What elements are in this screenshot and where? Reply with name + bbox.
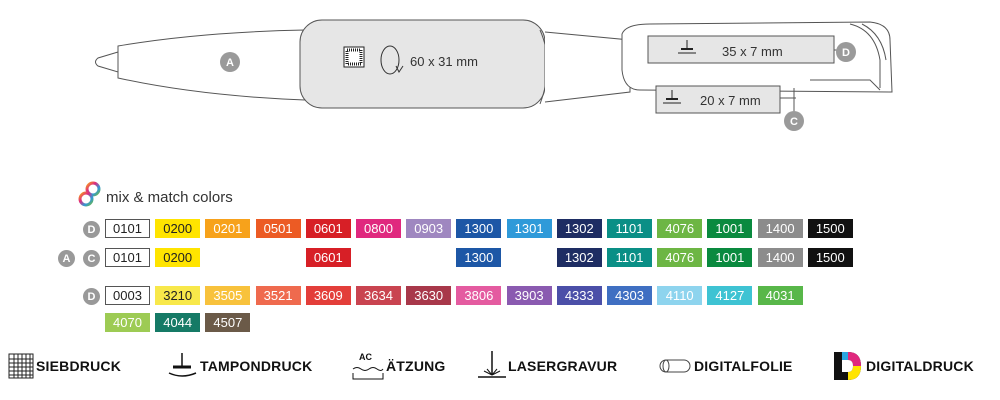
print-zone-c (655, 85, 781, 114)
color-swatch: 3634 (356, 286, 401, 305)
zone-d-badge: D (834, 42, 856, 62)
color-swatch: 4031 (757, 286, 803, 305)
color-swatch: 3903 (506, 286, 552, 305)
color-swatch: 1500 (807, 219, 853, 238)
zone-badge: D (83, 221, 100, 238)
color-swatch: 3609 (305, 286, 351, 305)
pad-print-icon (663, 90, 681, 104)
color-swatch: 3630 (406, 286, 452, 305)
color-swatch: 1101 (607, 219, 652, 238)
color-swatch: 1302 (556, 248, 602, 267)
color-swatch: 0200 (155, 219, 201, 238)
color-swatch: 4070 (105, 313, 150, 332)
mix-and-match-header: mix & match colors (76, 180, 233, 208)
screen-print-icon (343, 46, 365, 68)
pad-print-icon (168, 353, 197, 377)
legend-label: TAMPONDRUCK (200, 358, 313, 374)
color-swatch: 3521 (255, 286, 301, 305)
color-swatch: 1500 (807, 248, 853, 267)
screen-print-icon (8, 353, 34, 379)
color-swatch: 0601 (305, 219, 351, 238)
color-swatch: 1301 (506, 219, 552, 238)
legend-label: SIEBDRUCK (36, 358, 122, 374)
mix-match-logo-icon (78, 181, 101, 207)
pen-tip (95, 51, 119, 73)
legend-item-tampondruck: TAMPONDRUCK (166, 346, 312, 386)
legend-item-lasergravur: LASERGRAVUR (476, 346, 617, 386)
color-swatch: 4110 (657, 286, 703, 305)
zone-d-size: 35 x 7 mm (722, 44, 783, 59)
color-swatch: 1300 (456, 248, 502, 267)
color-swatch: 4127 (707, 286, 753, 305)
color-swatch: 4044 (155, 313, 201, 332)
rotation-icon (380, 45, 404, 75)
svg-text:AC: AC (359, 352, 372, 362)
print-zone-d (647, 35, 835, 64)
color-swatch: 0101 (105, 219, 150, 238)
zone-a-size: 60 x 31 mm (410, 54, 478, 69)
digital-foil-icon (659, 359, 691, 373)
etching-icon: AC (352, 352, 384, 380)
color-swatch: 4076 (657, 219, 703, 238)
print-method-legend: SIEBDRUCK TAMPONDRUCK AC ÄTZUNG (0, 346, 1000, 386)
zone-badge: A (58, 250, 75, 267)
mix-match-label: mix & match colors (106, 188, 233, 206)
color-swatch: 3505 (205, 286, 251, 305)
digital-print-icon (834, 352, 861, 380)
color-swatch: 1400 (757, 248, 803, 267)
color-swatch: 0800 (356, 219, 401, 238)
color-swatch: 1300 (456, 219, 502, 238)
legend-label: LASERGRAVUR (508, 358, 618, 374)
legend-item-aetzung: AC ÄTZUNG (350, 346, 446, 386)
svg-text:A: A (226, 57, 234, 69)
legend-label: ÄTZUNG (386, 358, 446, 374)
color-swatch: 4333 (556, 286, 602, 305)
color-swatch: 4303 (607, 286, 652, 305)
color-swatch: 3210 (155, 286, 201, 305)
pad-print-icon (678, 40, 696, 54)
zone-c-size: 20 x 7 mm (700, 93, 761, 108)
legend-item-siebdruck: SIEBDRUCK (6, 346, 121, 386)
color-swatch: 0003 (105, 286, 150, 305)
svg-text:D: D (842, 47, 850, 59)
pen-body (117, 29, 306, 101)
legend-item-digitaldruck: DIGITALDRUCK (830, 346, 974, 386)
legend-label: DIGITALFOLIE (694, 358, 793, 374)
color-swatch: 3806 (456, 286, 502, 305)
svg-text:C: C (790, 116, 798, 128)
color-swatch: 0501 (255, 219, 301, 238)
color-swatch: 1400 (757, 219, 803, 238)
color-swatch: 1001 (707, 248, 753, 267)
zone-c-badge: C (780, 88, 804, 131)
color-swatch: 0101 (105, 248, 150, 267)
legend-label: DIGITALDRUCK (866, 358, 974, 374)
color-swatch: 1302 (556, 219, 602, 238)
color-swatch: 0903 (406, 219, 452, 238)
zone-badge: D (83, 288, 100, 305)
zone-a-badge: A (220, 52, 240, 72)
color-swatch: 1001 (707, 219, 753, 238)
color-swatch: 1101 (607, 248, 652, 267)
color-swatch: 0201 (205, 219, 251, 238)
color-swatch: 0601 (305, 248, 351, 267)
color-swatch: 4076 (657, 248, 703, 267)
color-swatch: 0200 (155, 248, 201, 267)
color-swatch: 4507 (205, 313, 251, 332)
laser-engraving-icon (478, 351, 506, 378)
pen-diagram: 60 x 31 mm 35 x 7 mm 20 x 7 mm A D C (95, 19, 893, 131)
legend-item-digitalfolie: DIGITALFOLIE (656, 346, 793, 386)
zone-badge: C (83, 250, 100, 267)
